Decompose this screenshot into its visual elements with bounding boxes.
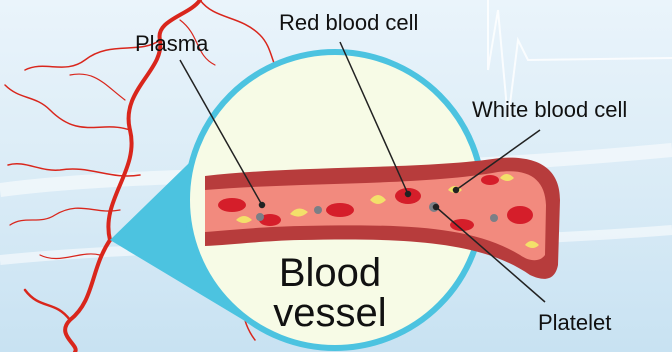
red-blood-cell [326,203,354,217]
red-blood-cell [481,175,499,185]
title-line-2: vessel [230,293,430,333]
red-blood-cell [218,198,246,212]
red-blood-cell [507,206,533,224]
plasma-leader-dot [260,203,265,208]
red-blood-cell-label: Red blood cell [279,12,418,34]
white-blood-cell-leader-dot [454,188,459,193]
platelet-leader-dot [434,205,439,210]
platelet [490,214,498,222]
red-blood-cell-leader-dot [406,192,411,197]
platelet-label: Platelet [538,312,611,334]
title-line-1: Blood [230,253,430,293]
white-blood-cell-label: White blood cell [472,99,627,121]
plasma-label: Plasma [135,33,208,55]
platelet [314,206,322,214]
platelet [256,213,264,221]
blood-vessel-title: Blood vessel [230,253,430,333]
